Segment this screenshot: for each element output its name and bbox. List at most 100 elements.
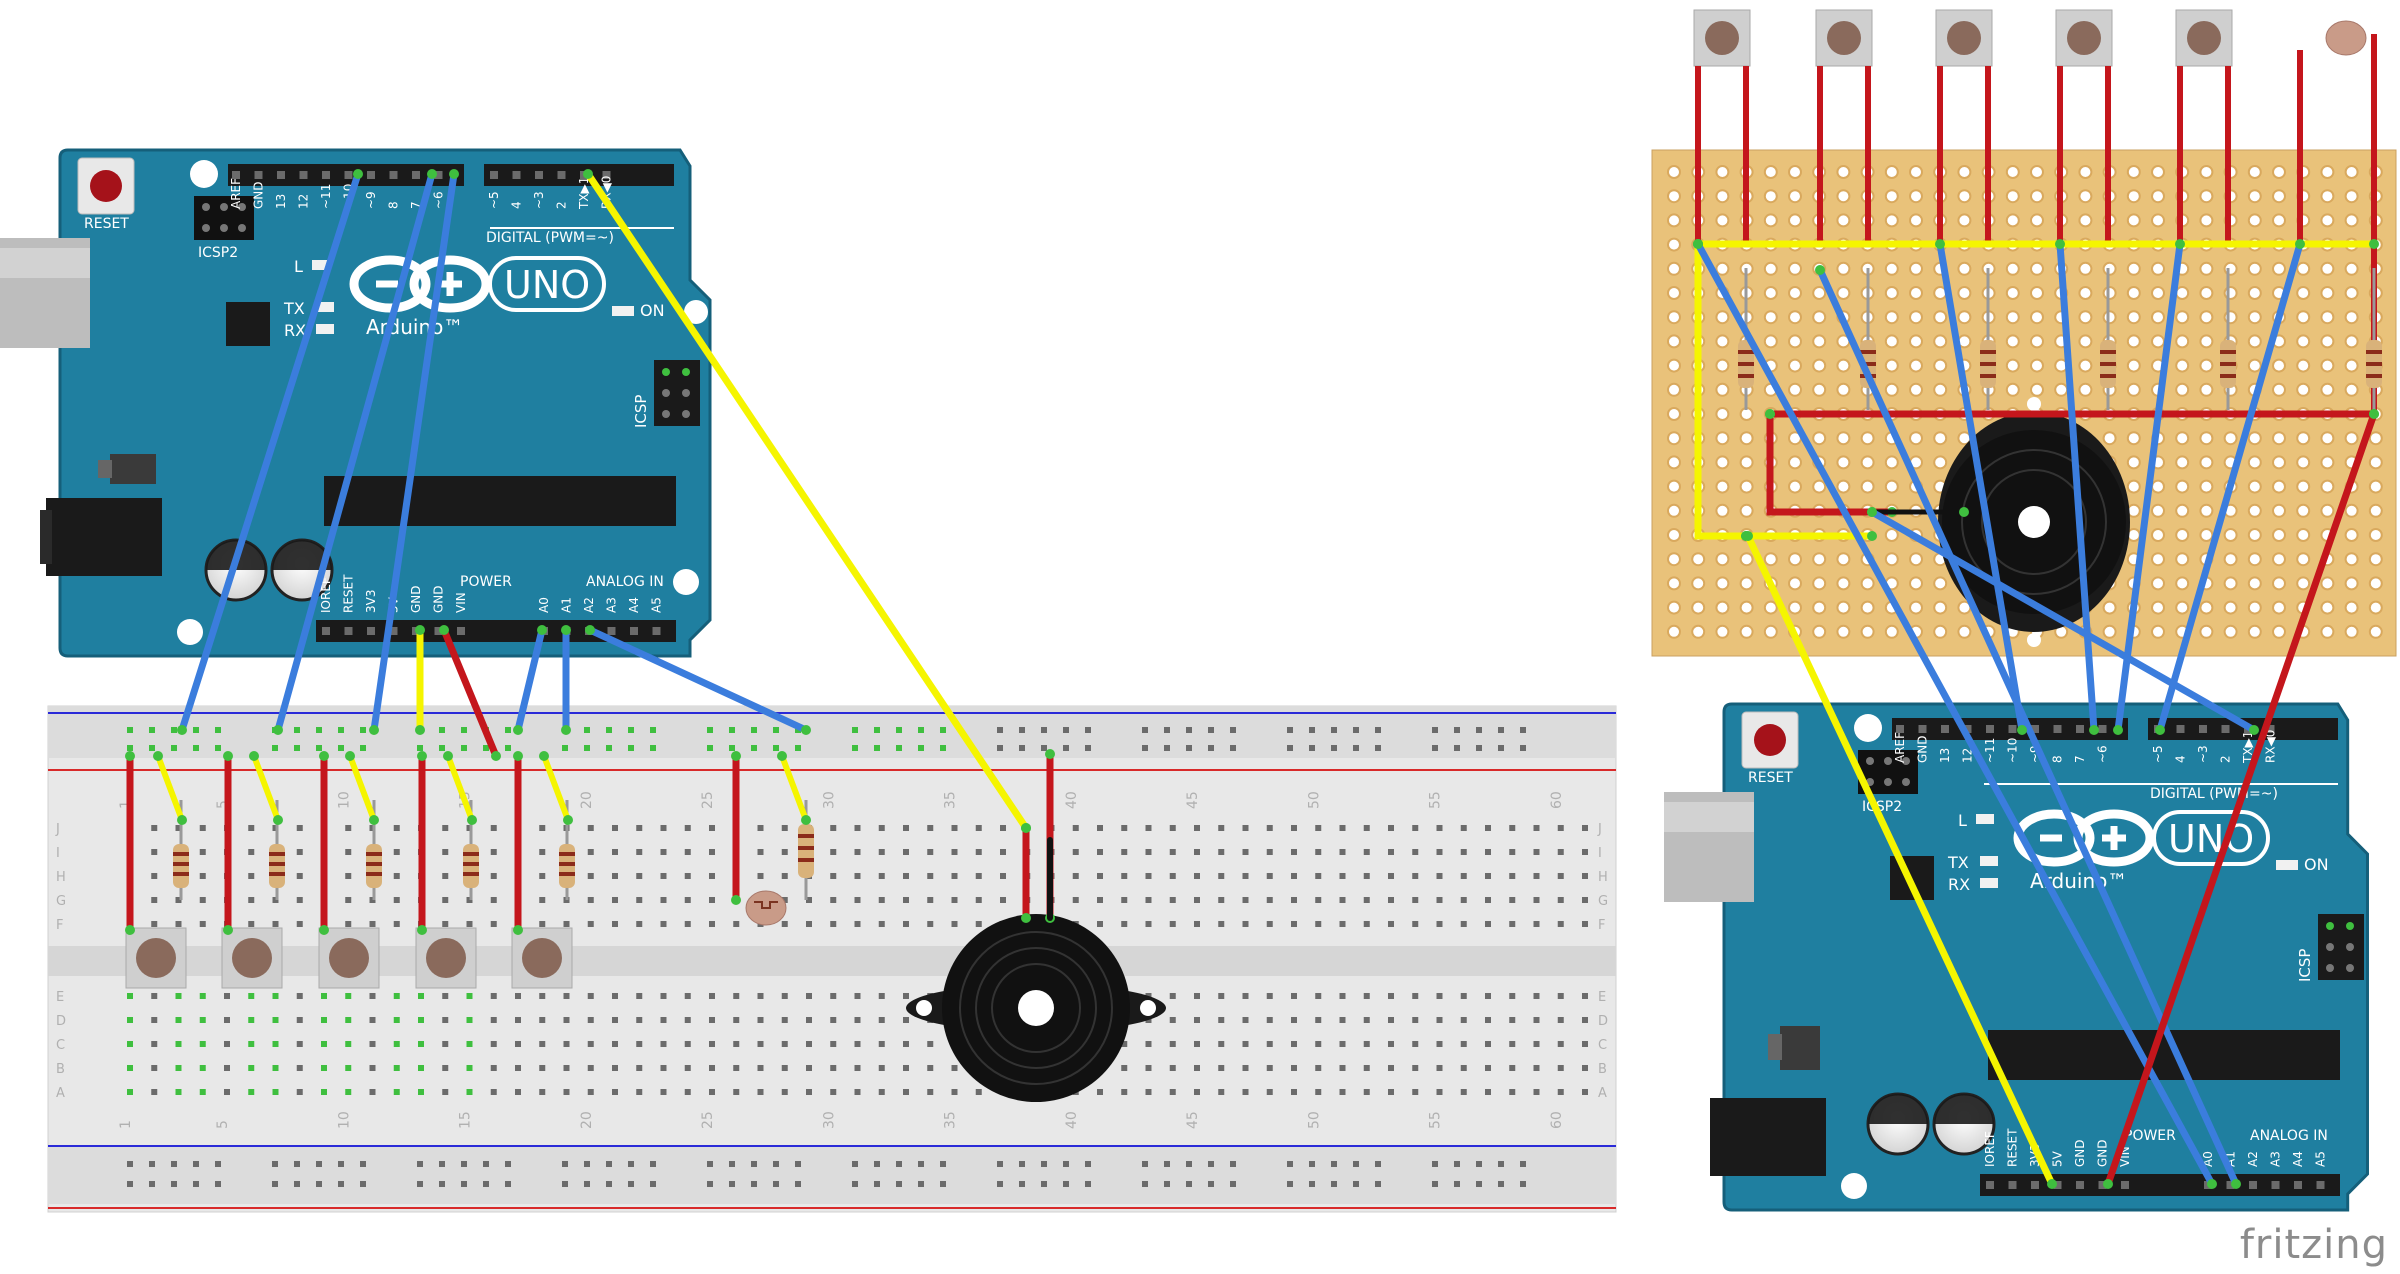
rail-hole	[294, 1181, 300, 1187]
resistor-band	[2100, 362, 2116, 366]
pin-label: A2	[2246, 1151, 2260, 1167]
breadboard-hole	[248, 873, 255, 879]
stripboard-hole	[2247, 334, 2262, 349]
rail-hole	[1353, 727, 1359, 733]
breadboard-hole	[490, 1041, 497, 1047]
stripboard-hole	[1715, 431, 1730, 446]
stripboard-hole	[1691, 576, 1706, 591]
breadboard-hole	[1194, 873, 1200, 879]
wire-endpoint	[2249, 725, 2259, 735]
breadboard-hole	[1121, 897, 1128, 903]
breadboard-hole	[1582, 897, 1588, 903]
stripboard-hole	[1667, 576, 1681, 591]
rail-hole	[1476, 1181, 1482, 1187]
breadboard-hole	[975, 873, 982, 879]
led-rx-label: RX	[284, 321, 306, 340]
uno-logo-text: UNO	[504, 263, 590, 307]
rail-hole	[360, 1161, 366, 1167]
icsp2-label: ICSP2	[1862, 799, 1902, 815]
breadboard-hole	[1412, 873, 1419, 879]
breadboard-hole	[1412, 1065, 1419, 1071]
breadboard-hole	[442, 1041, 449, 1047]
breadboard-hole	[1145, 1041, 1152, 1047]
header-pin	[1986, 1181, 1994, 1189]
breadboard-hole	[903, 825, 909, 831]
breadboard-hole	[1509, 825, 1516, 831]
breadboard-hole	[1557, 1041, 1564, 1047]
breadboard-hole	[321, 993, 327, 999]
breadboard-hole	[151, 993, 158, 999]
breadboard-hole	[830, 1017, 837, 1023]
breadboard-hole	[563, 1017, 570, 1023]
breadboard-hole	[975, 825, 982, 831]
breadboard-hole	[1485, 897, 1491, 903]
rail-hole	[852, 745, 858, 751]
reset-button-cap[interactable]	[1754, 724, 1786, 756]
wire-endpoint	[443, 751, 453, 761]
stripboard-hole	[2320, 286, 2335, 300]
stripboard-hole	[2247, 213, 2262, 228]
breadboard-hole	[1412, 897, 1419, 903]
stripboard-hole	[2368, 600, 2383, 615]
breadboard-hole	[1194, 1089, 1200, 1095]
breadboard-hole	[418, 993, 424, 999]
breadboard-hole	[1266, 921, 1273, 927]
resistor-band	[2220, 350, 2236, 354]
stripboard-hole	[1788, 189, 1802, 204]
breadboard-hole	[1485, 921, 1491, 927]
rail-hole	[773, 745, 779, 751]
rail-hole	[338, 1181, 344, 1187]
breadboard-hole	[903, 1041, 909, 1047]
breadboard-hole	[539, 873, 546, 879]
breadboard-hole	[1121, 849, 1128, 855]
breadboard-hole	[1485, 873, 1491, 879]
reset-button-cap[interactable]	[90, 170, 122, 202]
rail-hole	[997, 727, 1003, 733]
stripboard-hole	[2199, 261, 2214, 276]
stripboard-hole	[2005, 165, 2020, 179]
rail-hole	[896, 1161, 902, 1167]
breadboard-hole	[345, 921, 352, 927]
stripboard-hole	[2126, 455, 2141, 470]
breadboard-hole	[636, 921, 643, 927]
breadboard-hole	[1169, 897, 1176, 903]
stripboard-hole	[1909, 261, 1923, 276]
rail-hole	[338, 727, 344, 733]
stripboard-hole	[2320, 455, 2335, 470]
breadboard-hole	[612, 1017, 618, 1023]
stripboard-hole	[2272, 165, 2286, 179]
resistor-band	[559, 872, 575, 876]
rail-hole	[272, 1161, 278, 1167]
breadboard-hole	[1097, 897, 1103, 903]
rail-hole	[1085, 727, 1091, 733]
rail-hole	[272, 1181, 278, 1187]
breadboard-hole	[466, 1089, 473, 1095]
header-pin	[299, 171, 308, 179]
stripboard-hole	[2102, 310, 2117, 325]
stripboard-hole	[2151, 334, 2165, 349]
breadboard-hole	[1194, 1065, 1200, 1071]
breadboard-hole	[296, 873, 303, 879]
row-letter: H	[56, 870, 66, 885]
wire-d12	[178, 170, 362, 734]
breadboard-hole	[1242, 993, 1249, 999]
header-pin	[2226, 1181, 2235, 1189]
rail-hole	[1432, 745, 1438, 751]
stripboard-hole	[2247, 624, 2262, 639]
wire-a0	[514, 626, 546, 734]
breadboard-hole	[757, 825, 764, 831]
stripboard-hole	[1884, 165, 1899, 179]
wire-endpoint	[539, 751, 549, 761]
breadboard-hole	[733, 1065, 740, 1071]
breadboard-hole	[1339, 849, 1346, 855]
breadboard-hole	[1242, 825, 1249, 831]
breadboard-hole	[781, 897, 788, 903]
stripboard-hole	[2368, 576, 2383, 591]
stripboard-hole	[2344, 624, 2359, 639]
breadboard-hole	[1145, 921, 1152, 927]
rail-hole	[1230, 745, 1236, 751]
rail-hole	[1331, 745, 1337, 751]
breadboard-hole	[1509, 873, 1516, 879]
breadboard-hole	[1218, 873, 1225, 879]
breadboard-hole	[587, 873, 594, 879]
